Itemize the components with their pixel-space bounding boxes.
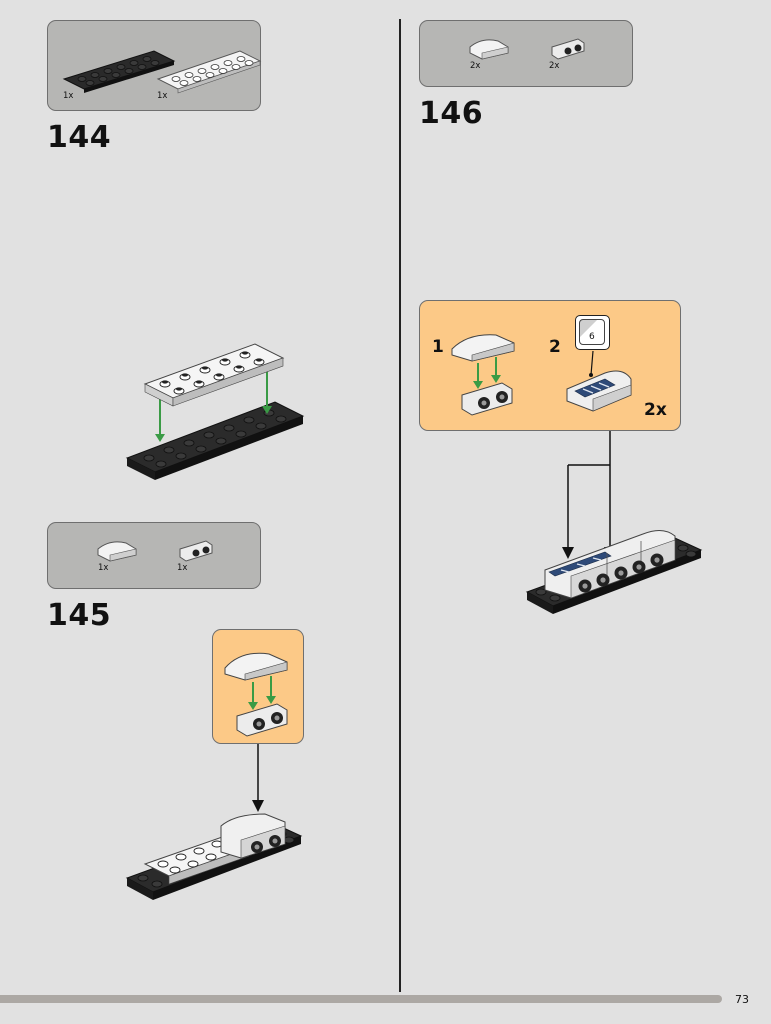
slope-on-bracket-assembly (451, 334, 515, 416)
bracket-icon (551, 38, 585, 60)
parts-list-144: 1x 1x (47, 20, 262, 111)
step-number: 145 (47, 598, 112, 633)
parts-list-146: 2x 2x (419, 20, 633, 87)
callout-arrow (252, 744, 264, 812)
page-number: 73 (735, 993, 749, 1006)
step-145-assembly (125, 813, 303, 900)
step-144-assembly (125, 343, 305, 480)
part-qty: 1x (63, 91, 74, 101)
sub-step-number: 2 (549, 337, 561, 357)
multiplier-label: 2x (644, 400, 667, 420)
part-qty: 1x (177, 563, 188, 573)
curved-slope-icon (469, 39, 509, 60)
column-divider (399, 19, 401, 992)
slope-with-sticker (566, 350, 632, 412)
part-qty: 1x (157, 91, 168, 101)
parts-list-145: 1x 1x (47, 522, 261, 589)
slope-on-bracket-assembly (224, 652, 288, 737)
white-plate-icon (156, 50, 262, 94)
part-qty: 2x (549, 61, 560, 71)
sticker-icon (579, 319, 605, 345)
curved-slope-icon (97, 541, 137, 562)
step-number: 144 (47, 120, 112, 155)
part-qty: 1x (98, 563, 109, 573)
black-plate-icon (62, 50, 176, 93)
sticker-badge: 6 (575, 315, 610, 350)
footer-progress-bar (0, 995, 722, 1003)
step-146-assembly (525, 530, 703, 614)
bracket-icon (179, 540, 213, 562)
sub-assembly-callout-145 (212, 629, 304, 744)
sticker-number: 6 (589, 332, 595, 342)
part-qty: 2x (470, 61, 481, 71)
sub-assembly-callout-146: 1 2 6 2x (419, 300, 681, 431)
step-number: 146 (419, 96, 484, 131)
sub-step-number: 1 (432, 337, 444, 357)
